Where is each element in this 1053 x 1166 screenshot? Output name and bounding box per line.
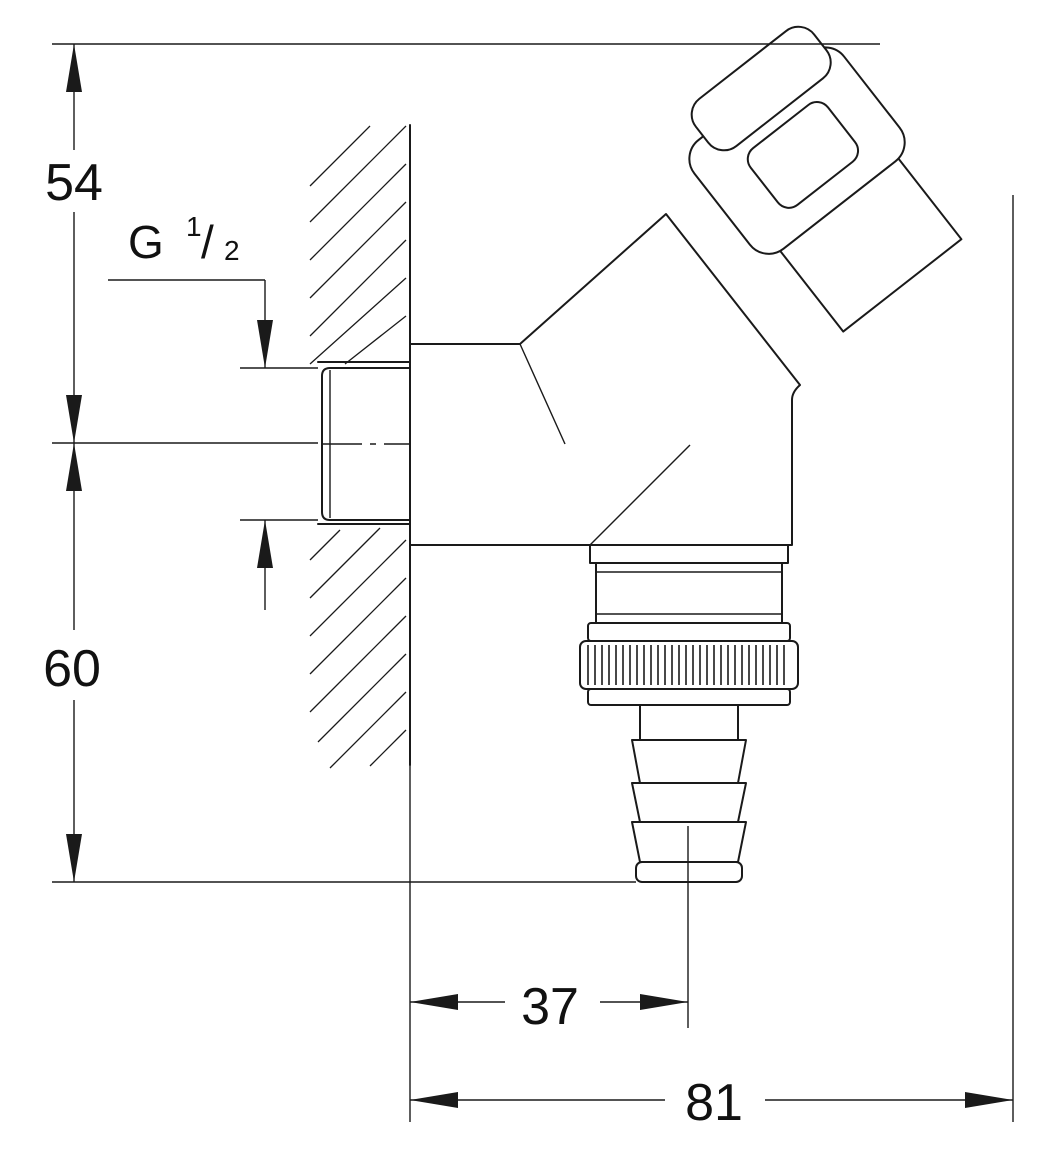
handle-grip: [746, 101, 860, 209]
wall-hatching: [309, 125, 407, 769]
dimension-label-81: 81: [685, 1074, 743, 1132]
coupling-knurling: [587, 645, 785, 685]
arrow-right-81: [965, 1092, 1013, 1108]
hose-barb-3: [631, 782, 747, 823]
arrow-down-mid: [66, 395, 82, 443]
outlet-neck: [589, 544, 789, 564]
thread-slash: /: [201, 216, 214, 268]
hose-outlet: [579, 544, 799, 1028]
dimension-label-60: 60: [43, 640, 101, 698]
arrow-up-mid: [66, 443, 82, 491]
valve-body: [409, 213, 801, 546]
arrow-thread-bottom: [257, 520, 273, 568]
arrow-left-81: [410, 1092, 458, 1108]
outlet-ring: [595, 562, 783, 624]
thread-letter: G: [128, 216, 164, 268]
extension-lines: [52, 43, 1014, 1122]
connector-thread-body: [321, 367, 411, 521]
coupling-knurled-nut: [579, 640, 799, 690]
arrow-right-37: [640, 994, 688, 1010]
arrow-thread-top: [257, 320, 273, 368]
hose-barb-1: [639, 704, 739, 741]
thread-numerator: 1: [186, 211, 202, 242]
arrow-left-37: [410, 994, 458, 1010]
hose-tip: [635, 861, 743, 883]
valve-handle: [688, 25, 963, 333]
arrow-up-top: [66, 44, 82, 92]
dimension-label-37: 37: [521, 978, 579, 1036]
dimension-label-54: 54: [45, 154, 103, 212]
valve-housing: [409, 213, 801, 546]
thread-callout: G 1 / 2: [128, 211, 273, 610]
wall: [309, 124, 411, 769]
coupling-top: [587, 622, 791, 642]
thread-denominator: 2: [224, 235, 240, 266]
coupling-bottom: [587, 688, 791, 706]
handle-top: [690, 25, 832, 152]
hose-barb-4: [631, 821, 747, 863]
threaded-connector: [317, 361, 455, 525]
hose-barb-2: [631, 739, 747, 784]
arrow-down-bottom: [66, 834, 82, 882]
dimension-horizontal: 37 81: [410, 978, 1013, 1132]
dimension-vertical: 54 60: [43, 44, 103, 882]
